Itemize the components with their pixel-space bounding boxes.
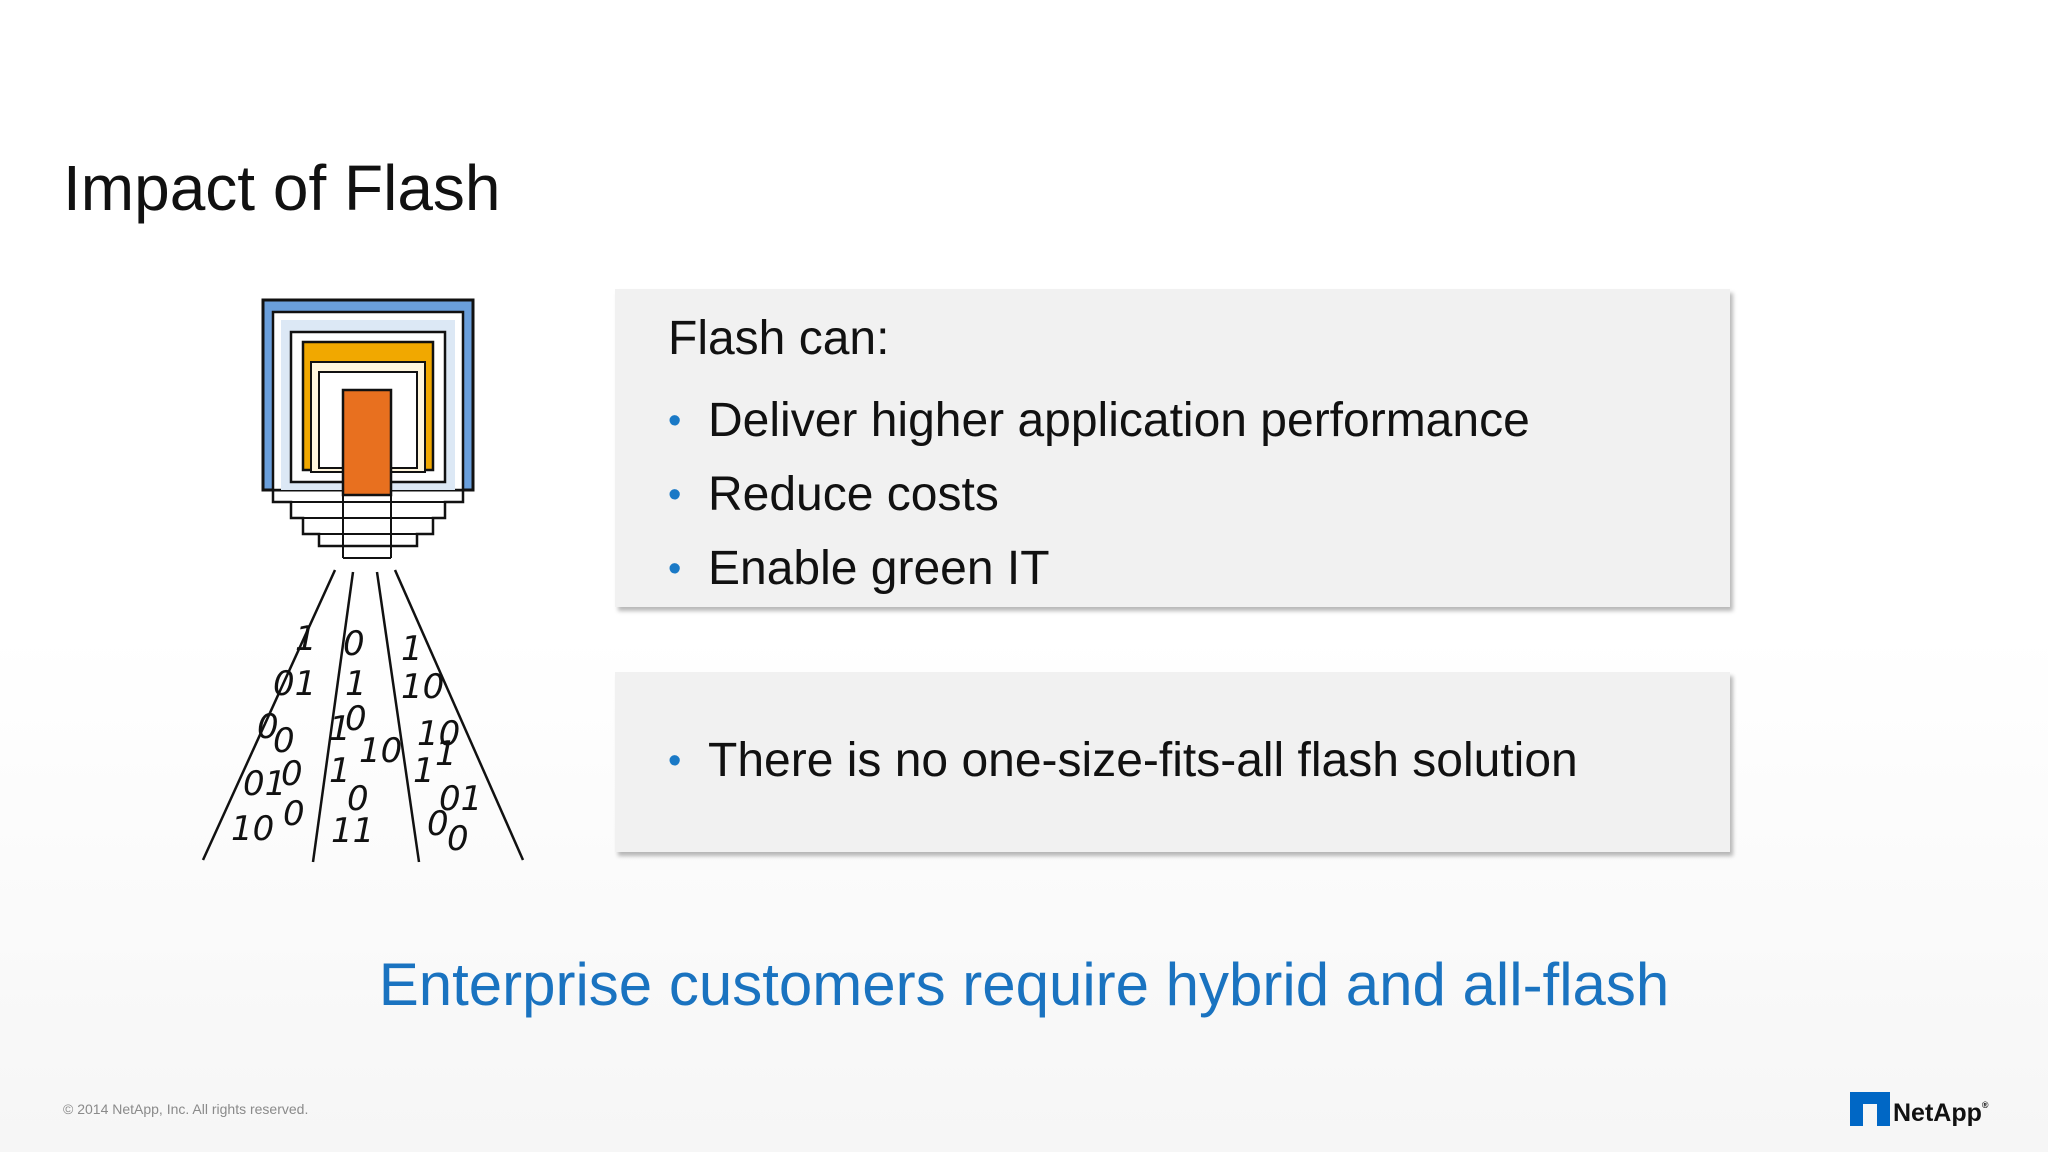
svg-text:0: 0 bbox=[257, 707, 279, 747]
svg-text:0: 0 bbox=[281, 754, 303, 794]
list-item: • Deliver higher application performance bbox=[668, 384, 1530, 458]
flash-storage-illustration-icon: 1 01 0 0 01 10 0 0 0 1 1 0 1 0 11 10 1 1… bbox=[201, 298, 525, 863]
list-item: • Enable green IT bbox=[668, 532, 1530, 606]
svg-text:10: 10 bbox=[401, 667, 444, 707]
card-heading: Flash can: bbox=[668, 312, 890, 365]
bullet-icon: • bbox=[668, 548, 682, 590]
svg-text:01: 01 bbox=[243, 764, 286, 804]
flash-solution-card: • There is no one-size-fits-all flash so… bbox=[615, 672, 1730, 852]
svg-text:10: 10 bbox=[359, 731, 402, 771]
bullet-icon: • bbox=[668, 740, 682, 782]
svg-text:1: 1 bbox=[345, 664, 367, 704]
svg-text:1: 1 bbox=[329, 709, 351, 749]
svg-text:11: 11 bbox=[331, 811, 374, 851]
svg-text:0: 0 bbox=[343, 624, 365, 664]
logo-text: NetApp® bbox=[1893, 1099, 1989, 1127]
svg-text:10: 10 bbox=[231, 809, 274, 849]
netapp-logo: NetApp® bbox=[1850, 1090, 1989, 1126]
svg-text:1: 1 bbox=[401, 629, 423, 669]
list-item: • There is no one-size-fits-all flash so… bbox=[668, 724, 1578, 798]
svg-text:01: 01 bbox=[439, 779, 482, 819]
bullet-icon: • bbox=[668, 400, 682, 442]
slide-title: Impact of Flash bbox=[63, 151, 501, 224]
svg-text:0: 0 bbox=[447, 819, 469, 859]
svg-text:0: 0 bbox=[283, 794, 305, 834]
list-item-text: Reduce costs bbox=[708, 468, 999, 521]
flash-benefits-card: Flash can: • Deliver higher application … bbox=[615, 289, 1730, 607]
svg-text:01: 01 bbox=[273, 664, 316, 704]
list-item: • Reduce costs bbox=[668, 458, 1530, 532]
solution-list: • There is no one-size-fits-all flash so… bbox=[668, 724, 1578, 798]
svg-text:1: 1 bbox=[295, 619, 317, 659]
slide-tagline: Enterprise customers require hybrid and … bbox=[378, 951, 1670, 1018]
netapp-logo-icon bbox=[1850, 1092, 1890, 1126]
svg-text:0: 0 bbox=[345, 699, 367, 739]
svg-text:0: 0 bbox=[427, 804, 449, 844]
bullet-icon: • bbox=[668, 474, 682, 516]
list-item-text: Enable green IT bbox=[708, 542, 1050, 595]
list-item-text: There is no one-size-fits-all flash solu… bbox=[708, 734, 1578, 787]
svg-text:1: 1 bbox=[329, 751, 351, 791]
svg-text:10: 10 bbox=[417, 714, 460, 754]
svg-text:0: 0 bbox=[347, 779, 369, 819]
svg-text:0: 0 bbox=[273, 721, 295, 761]
svg-text:1: 1 bbox=[435, 734, 457, 774]
benefits-list: • Deliver higher application performance… bbox=[668, 384, 1530, 606]
copyright-notice: © 2014 NetApp, Inc. All rights reserved. bbox=[63, 1101, 309, 1117]
list-item-text: Deliver higher application performance bbox=[708, 394, 1530, 447]
svg-text:1: 1 bbox=[413, 751, 435, 791]
